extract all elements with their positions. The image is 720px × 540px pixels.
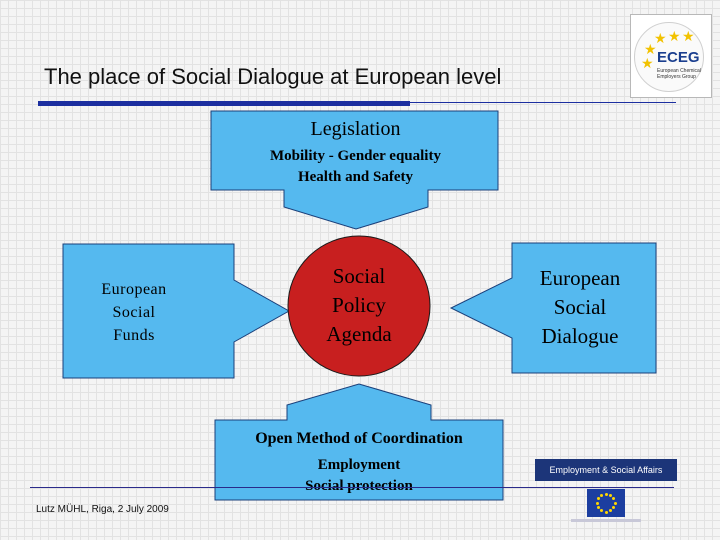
policy-agenda-line: Agenda [326, 322, 392, 346]
dialogue-label-line: Dialogue [541, 324, 619, 348]
star-icon: ★ [654, 31, 667, 47]
eu-star-icon [612, 506, 616, 509]
eu-caption [571, 519, 641, 522]
eu-flag-icon [587, 489, 625, 517]
eu-star-icon [612, 497, 616, 500]
eu-star-icon [604, 492, 608, 496]
eu-star-icon [600, 493, 603, 497]
policy-agenda-line: Social [332, 264, 386, 288]
employment-social-affairs-banner: Employment & Social Affairs [535, 459, 677, 481]
omc-topic-line: Social protection [305, 478, 413, 494]
star-icon: ★ [644, 42, 657, 58]
omc-label: Open Method of Coordination [255, 430, 463, 447]
title-underline [38, 101, 410, 106]
logo-text: ECEG [657, 49, 700, 66]
omc-topic-line: Employment [317, 457, 401, 473]
dialogue-label: European Social Dialogue [514, 264, 646, 351]
logo-subtitle: European Chemical Employers Group [657, 68, 701, 80]
eu-star-icon [596, 506, 600, 509]
eu-star-icon [604, 510, 608, 514]
star-icon: ★ [668, 29, 681, 45]
footer-credit: Lutz MÜHL, Riga, 2 July 2009 [36, 504, 169, 515]
logo-ring [634, 22, 704, 92]
eu-star-icon [613, 501, 617, 505]
star-icon: ★ [641, 56, 654, 72]
legislation-arrow [210, 110, 499, 230]
funds-label: European Social Funds [66, 278, 202, 347]
dialogue-arrow [449, 242, 657, 374]
title-underline-thin [410, 102, 676, 103]
legislation-topics: Mobility - Gender equality Health and Sa… [213, 146, 498, 188]
policy-agenda-line: Policy [332, 293, 386, 317]
legislation-topic-line: Health and Safety [297, 169, 413, 185]
slide-title: The place of Social Dialogue at European… [44, 64, 502, 89]
eceg-logo: ★ ★ ★ ★ ★ ECEG European Chemical Employe… [630, 14, 712, 98]
eu-star-icon [609, 509, 612, 513]
legislation-label: Legislation [310, 118, 401, 140]
omc-arrow [214, 383, 504, 501]
dialogue-label-line: Social [553, 295, 607, 319]
dialogue-label-line: European [539, 266, 621, 290]
eu-star-icon [596, 497, 600, 500]
legislation-topic-line: Mobility - Gender equality [270, 148, 441, 164]
funds-arrow [62, 243, 291, 379]
policy-agenda-circle [287, 235, 431, 377]
eu-star-icon [600, 509, 603, 513]
funds-label-line: Social [112, 304, 156, 321]
star-icon: ★ [682, 29, 695, 45]
eu-star-icon [609, 493, 612, 497]
funds-label-line: Funds [113, 327, 155, 344]
policy-agenda-label: Social Policy Agenda [300, 262, 418, 349]
omc-topics: Employment Social protection [215, 455, 503, 497]
footer-rule [30, 487, 674, 488]
funds-label-line: European [101, 281, 167, 298]
eu-star-icon [595, 501, 599, 505]
